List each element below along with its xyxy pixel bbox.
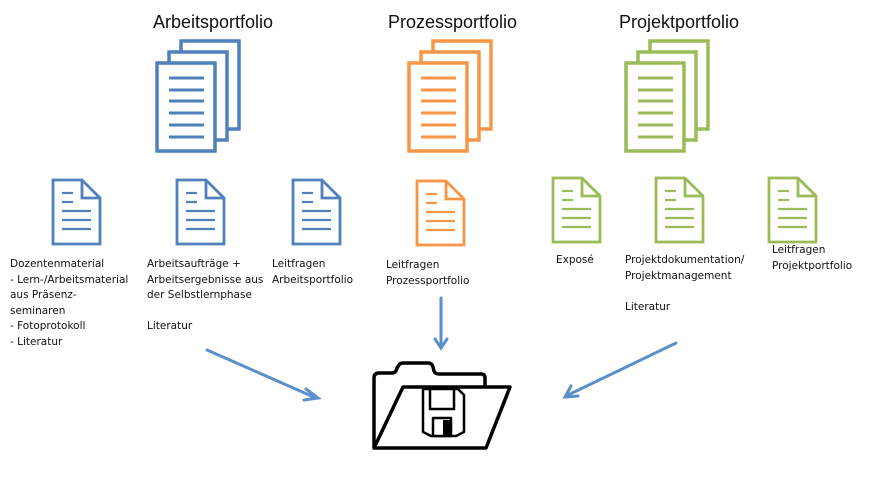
- document-icon-leitfragen-projekt: [767, 176, 818, 244]
- arbeitsportfolio-stack-icon: [155, 39, 241, 153]
- arrow-prozess-to-folder: [433, 296, 449, 351]
- arrow-projekt-to-folder: [562, 341, 678, 399]
- label-leitfragen-projektportfolio: Leitfragen Projektportfolio: [772, 244, 853, 272]
- document-icon-arbeitsauftraege: [175, 178, 226, 246]
- prozessportfolio-stack-icon: [407, 39, 493, 153]
- label-leitfragen-arbeitsportfolio: Leitfragen Arbeitsportfolio: [272, 258, 354, 286]
- document-icon-dozentenmaterial: [51, 178, 102, 246]
- title-projektportfolio: Projektportfolio: [619, 12, 740, 32]
- arrow-arbeit-to-folder: [205, 348, 322, 402]
- label-leitfragen-prozessportfolio: Leitfragen Prozessportfolio: [386, 259, 470, 287]
- document-icon-projektdokumentation: [654, 176, 705, 244]
- projektportfolio-stack-icon: [624, 39, 710, 153]
- document-icon-expose: [551, 176, 602, 244]
- label-projektdokumentation: Projektdokumentation/ Projektmanagement …: [625, 254, 745, 313]
- folder-with-floppy-disk-icon: [372, 361, 512, 450]
- label-arbeitsauftraege: Arbeitsaufträge + Arbeitsergebnisse aus …: [147, 258, 264, 332]
- label-dozentenmaterial: Dozentenmaterial - Lern-/Arbeitsmaterial…: [10, 258, 129, 348]
- title-arbeitsportfolio: Arbeitsportfolio: [153, 12, 274, 32]
- label-expose: Exposé: [556, 254, 594, 266]
- document-icon-leitfragen-arbeit: [291, 178, 342, 246]
- title-prozessportfolio: Prozessportfolio: [388, 12, 518, 32]
- document-icon-leitfragen-prozess: [415, 179, 466, 247]
